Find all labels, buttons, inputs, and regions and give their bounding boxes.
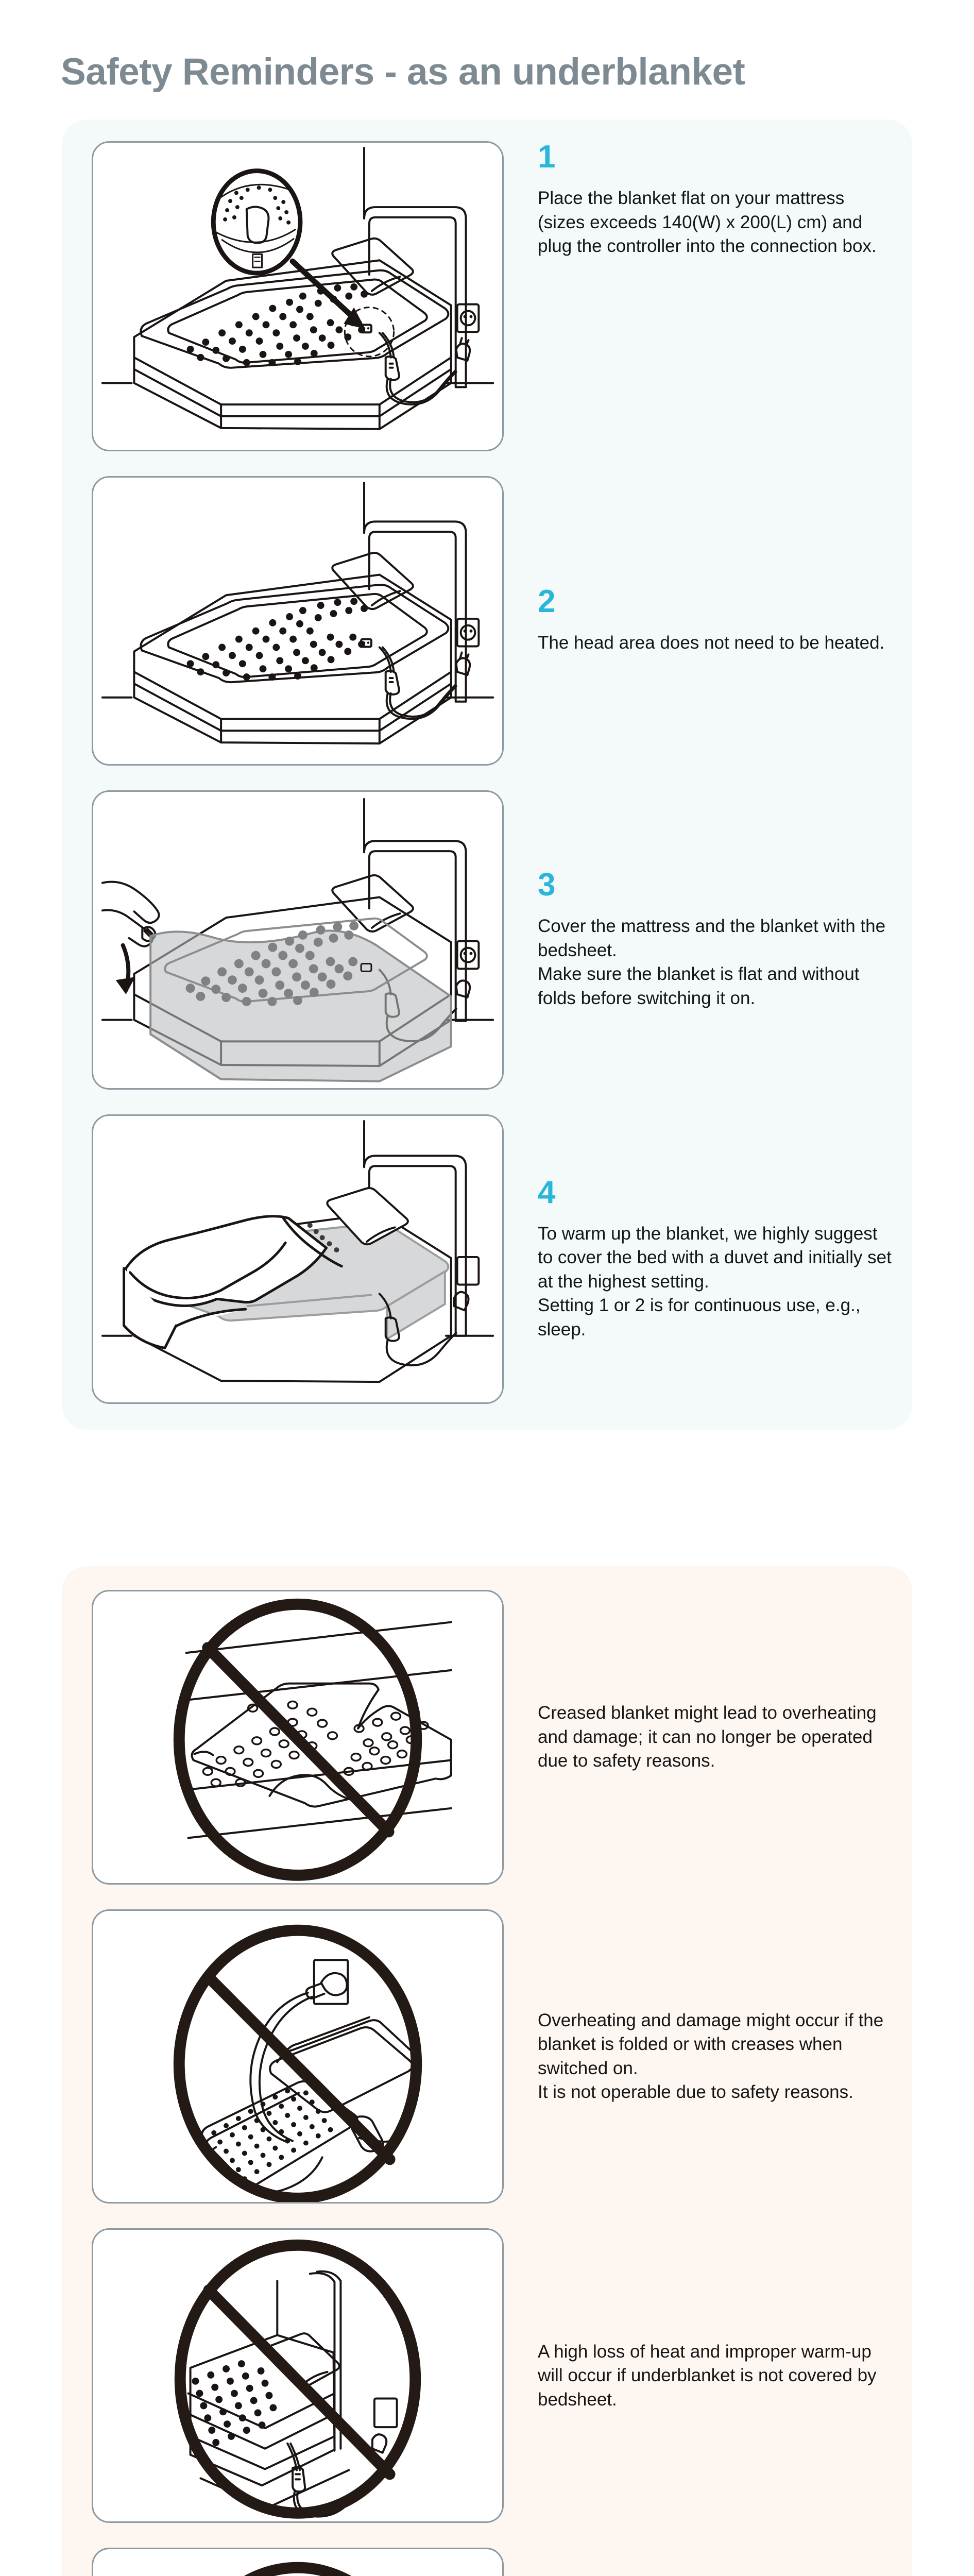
step-4-description: To warm up the blanket, we highly sugges… xyxy=(538,1223,892,1340)
step-2-description: The head area does not need to be heated… xyxy=(538,633,885,653)
step-2-number: 2 xyxy=(538,584,556,620)
warning-row-3: A high loss of heat and improper warm-up… xyxy=(62,2216,912,2535)
step-1-description: Place the blanket flat on your mattress … xyxy=(538,188,877,257)
hand-pulling-bedsheet-over-bed-icon xyxy=(101,798,494,1082)
step-4-illustration-card xyxy=(92,1114,504,1404)
step-row-4: 4 To warm up the blanket, we highly sugg… xyxy=(62,1102,912,1416)
warning-2-illustration-card xyxy=(92,1909,504,2204)
uncovered-underblanket-prohibited-icon xyxy=(174,2240,421,2519)
warning-3-text-block: A high loss of heat and improper warm-up… xyxy=(504,2340,912,2412)
step-4-text-block: 4 To warm up the blanket, we highly sugg… xyxy=(504,1174,912,1342)
warning-1-illustration-card xyxy=(92,1590,504,1885)
warnings-panel: Creased blanket might lead to overheatin… xyxy=(62,1566,912,2576)
warning-2-description: Overheating and damage might occur if th… xyxy=(538,2010,884,2103)
warning-row-4: A high loss of heat and improper warm-up… xyxy=(62,2535,912,2576)
step-3-number: 3 xyxy=(538,867,556,903)
step-3-illustration-card xyxy=(92,790,504,1090)
step-4-number: 4 xyxy=(538,1174,556,1210)
step-row-2: 2 The head area does not need to be heat… xyxy=(62,464,912,778)
folded-blanket-plugged-in-prohibited-icon xyxy=(173,1924,422,2202)
step-3-description: Cover the mattress and the blanket with … xyxy=(538,916,886,1008)
step-2-text-block: 2 The head area does not need to be heat… xyxy=(504,586,912,655)
step-1-text-block: 1 Place the blanket flat on your mattres… xyxy=(504,141,912,259)
bed-with-underblanket-and-magnified-controller-icon xyxy=(101,147,494,431)
warning-3-description: A high loss of heat and improper warm-up… xyxy=(538,2341,877,2410)
no-duvet-prohibited-icon xyxy=(244,2562,351,2576)
page-title: Safety Reminders - as an underblanket xyxy=(61,51,745,93)
warning-2-text-block: Overheating and damage might occur if th… xyxy=(504,2009,912,2105)
step-1-illustration-card xyxy=(92,141,504,451)
warning-3-illustration-card xyxy=(92,2228,504,2523)
warning-row-2: Overheating and damage might occur if th… xyxy=(62,1897,912,2216)
creased-blanket-prohibited-icon xyxy=(173,1598,452,1881)
step-2-illustration-card xyxy=(92,476,504,766)
step-row-1: 1 Place the blanket flat on your mattres… xyxy=(62,129,912,464)
step-row-3: 3 Cover the mattress and the blanket wit… xyxy=(62,778,912,1103)
step-1-number: 1 xyxy=(538,139,556,175)
warning-1-description: Creased blanket might lead to overheatin… xyxy=(538,1703,877,1771)
steps-panel: 1 Place the blanket flat on your mattres… xyxy=(62,120,912,1430)
step-3-text-block: 3 Cover the mattress and the blanket wit… xyxy=(504,869,912,1010)
bed-with-underblanket-head-area-unheated-icon xyxy=(101,481,494,744)
bed-covered-with-duvet-icon xyxy=(101,1120,494,1383)
warning-1-text-block: Creased blanket might lead to overheatin… xyxy=(504,1701,912,1773)
warning-row-1: Creased blanket might lead to overheatin… xyxy=(62,1578,912,1897)
warning-4-illustration-card xyxy=(92,2548,504,2576)
